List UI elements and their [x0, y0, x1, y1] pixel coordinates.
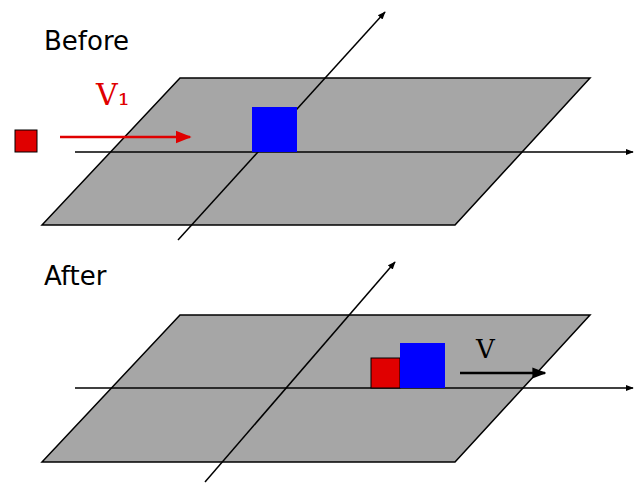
y-axis	[178, 12, 385, 240]
red-block	[15, 130, 37, 152]
velocity-label: V	[476, 336, 495, 362]
blue-block	[400, 343, 445, 388]
x-axis	[75, 387, 633, 389]
panel-heading: After	[44, 263, 106, 289]
y-axis	[205, 262, 395, 482]
velocity-label: V₁	[96, 80, 130, 110]
velocity-arrow	[460, 372, 545, 375]
velocity-arrow	[60, 136, 190, 139]
red-block	[371, 358, 400, 388]
x-axis	[75, 151, 633, 153]
panel-heading: Before	[44, 28, 129, 54]
blue-block	[252, 107, 297, 152]
